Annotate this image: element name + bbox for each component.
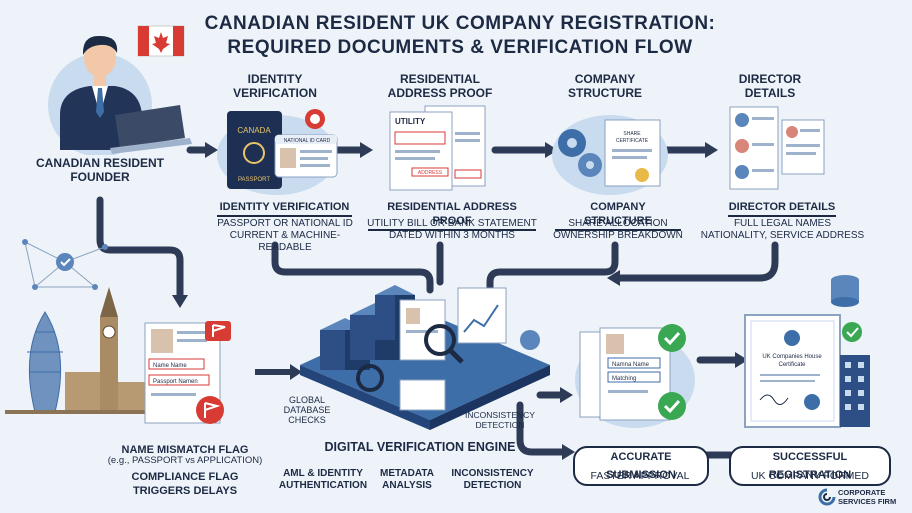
step-label-identity: IDENTITY VERIFICATION xyxy=(217,200,352,217)
share-cert-line2: CERTIFICATE xyxy=(616,138,649,144)
red-flag-icon-2 xyxy=(196,396,224,424)
checkmark-icon-2 xyxy=(658,392,686,420)
verification-engine-illustration xyxy=(300,285,550,430)
step-heading-director: DIRECTOR DETAILS xyxy=(738,72,802,100)
successful-registration-pill: SUCCESSFUL REGISTRATION xyxy=(729,446,891,486)
page-title: CANADIAN RESIDENT UK COMPANY REGISTRATIO… xyxy=(160,12,760,60)
address-tag: ADDRESS xyxy=(418,170,443,176)
inconsistency-detection-small: INCONSISTENCY DETECTION xyxy=(465,410,535,430)
accurate-submission-desc: FASTER APPROVAL xyxy=(590,470,690,482)
global-database-checks: GLOBAL DATABASE CHECKS xyxy=(283,395,331,425)
accurate-name: Namna Name xyxy=(612,362,650,368)
successful-registration-desc: UK COMPANY FORMED xyxy=(750,470,870,482)
uk-certificate-illustration: UK Companies House Certificate xyxy=(744,275,870,428)
utility-bill-icon: UTILITY ADDRESS xyxy=(389,105,486,191)
name-mismatch-document: Name Name Passport Namen xyxy=(144,321,231,424)
passport-id-icon: CANADA PASSPORT NATIONAL ID CARD xyxy=(217,109,338,195)
engine-item-metadata: METADATA ANALYSIS xyxy=(380,468,434,491)
founder-illustration xyxy=(48,25,192,155)
engine-title: DIGITAL VERIFICATION ENGINE xyxy=(324,440,516,454)
accurate-submission-document: Namna Name Matching xyxy=(575,324,695,428)
uk-cert-line1: UK Companies House xyxy=(762,354,822,360)
step-desc-identity: PASSPORT OR NATIONAL ID CURRENT & MACHIN… xyxy=(217,218,353,253)
mismatch-name-2: Passport Namen xyxy=(153,379,198,385)
passport-word: PASSPORT xyxy=(238,177,270,183)
engine-item-inconsistency: INCONSISTENCY DETECTION xyxy=(451,468,534,491)
step-desc-director: FULL LEGAL NAMES NATIONALITY, SERVICE AD… xyxy=(700,218,865,241)
uk-cert-line2: Certificate xyxy=(778,362,806,368)
director-details-icon xyxy=(729,106,825,190)
step-desc-structure: SHARE ALLOCATION OWNERSHIP BREAKDOWN xyxy=(553,218,683,241)
brand-logo-icon xyxy=(818,488,836,506)
step-label-structure: COMPANY STRUCTURE xyxy=(555,200,681,231)
step-label-address: RESIDENTIAL ADDRESS PROOF xyxy=(368,200,536,231)
share-cert-line1: SHARE xyxy=(623,131,641,137)
title-line-2: REQUIRED DOCUMENTS & VERIFICATION FLOW xyxy=(227,37,693,58)
step-heading-address: RESIDENTIAL ADDRESS PROOF xyxy=(387,72,493,100)
utility-word: UTILITY xyxy=(395,117,426,126)
compliance-label: COMPLIANCE FLAG TRIGGERS DELAYS xyxy=(131,471,239,497)
step-label-director: DIRECTOR DETAILS xyxy=(728,200,836,217)
canada-flag-icon xyxy=(137,25,185,57)
mismatch-example: (e.g., PASSPORT vs APPLICATION) xyxy=(107,455,263,466)
network-skyline-illustration xyxy=(5,239,155,414)
engine-item-aml: AML & IDENTITY AUTHENTICATION xyxy=(278,468,368,491)
checkmark-icon xyxy=(658,324,686,352)
red-flag-icon xyxy=(205,321,231,341)
mismatch-label: NAME MISMATCH FLAG xyxy=(121,444,249,456)
step-heading-identity: IDENTITY VERIFICATION xyxy=(233,72,317,100)
founder-label: CANADIAN RESIDENT FOUNDER xyxy=(35,156,164,184)
passport-country: CANADA xyxy=(237,126,271,135)
id-card-title: NATIONAL ID CARD xyxy=(284,138,331,144)
mismatch-name-1: Name Name xyxy=(153,363,187,369)
green-check-icon xyxy=(842,322,862,342)
database-icon xyxy=(831,275,859,307)
step-heading-structure: COMPANY STRUCTURE xyxy=(568,72,642,100)
accurate-matching: Matching xyxy=(612,376,636,382)
accurate-submission-pill: ACCURATE SUBMISSION xyxy=(573,446,709,486)
step-desc-address: UTILITY BILL OR BANK STATEMENT DATED WIT… xyxy=(367,218,537,241)
company-structure-icon: SHARE CERTIFICATE xyxy=(552,115,668,195)
title-line-1: CANADIAN RESIDENT UK COMPANY REGISTRATIO… xyxy=(204,13,716,34)
brand-name: CORPORATE SERVICES FIRM xyxy=(838,488,897,506)
